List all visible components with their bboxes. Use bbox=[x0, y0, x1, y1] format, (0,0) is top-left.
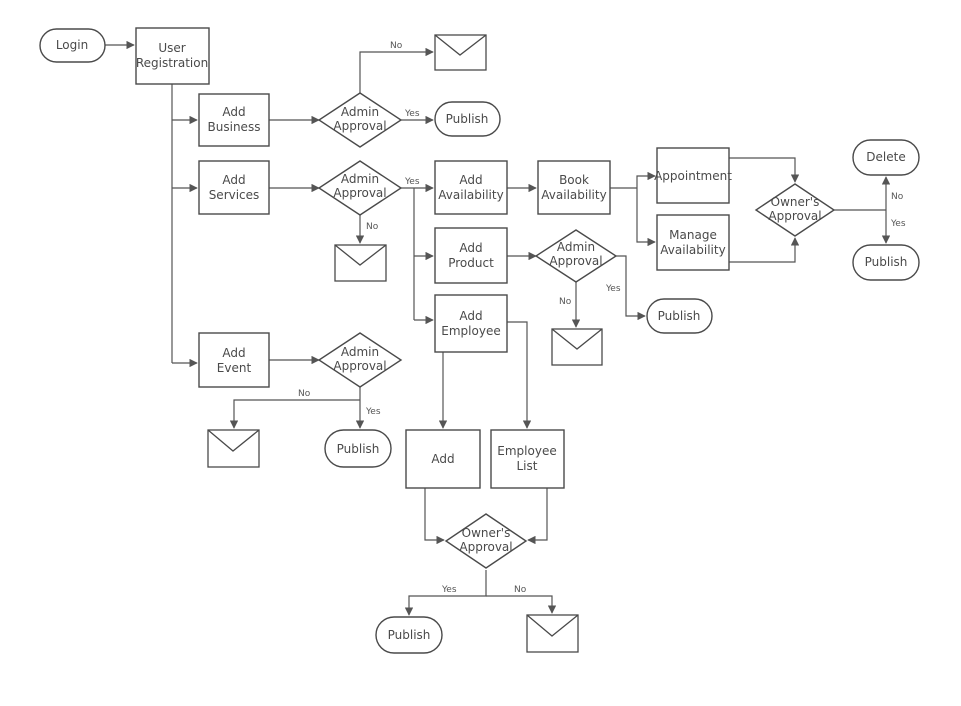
delete-label: Delete bbox=[866, 150, 905, 164]
login-node: Login bbox=[39, 28, 106, 63]
envelope-icon bbox=[526, 614, 579, 653]
admin-approval-business-node: Admin Approval bbox=[317, 92, 403, 148]
add-services-node: Add Services bbox=[198, 160, 270, 215]
add-employee-node: Add Employee bbox=[434, 294, 508, 353]
owners-approval-employee-line1: Owner's bbox=[462, 526, 511, 540]
add-availability-line2: Availability bbox=[438, 188, 503, 202]
add-employee-line1: Add bbox=[459, 309, 482, 323]
publish-employee-node: Publish bbox=[375, 616, 443, 654]
employee-list-line1: Employee bbox=[497, 444, 556, 458]
label-event-no: No bbox=[298, 389, 311, 399]
add-product-node: Add Product bbox=[434, 227, 508, 284]
user-registration-line2: Registration bbox=[136, 56, 208, 70]
edge-employee-list bbox=[507, 321, 532, 429]
envelope-icon bbox=[551, 328, 603, 366]
add-availability-node: Add Availability bbox=[434, 160, 508, 215]
manage-availability-line2: Availability bbox=[660, 243, 725, 257]
manage-availability-node: Manage Availability bbox=[656, 214, 730, 271]
label-owner-yes: Yes bbox=[890, 219, 906, 229]
publish-availability-label: Publish bbox=[865, 255, 908, 269]
label-services-no: No bbox=[366, 222, 379, 232]
add-event-line1: Add bbox=[222, 346, 245, 360]
label-product-no: No bbox=[559, 297, 572, 307]
publish-event-node: Publish bbox=[324, 429, 392, 468]
edge-add-owner bbox=[424, 488, 445, 545]
book-availability-line2: Availability bbox=[541, 188, 606, 202]
label-business-no: No bbox=[390, 41, 403, 51]
label-product-yes: Yes bbox=[605, 284, 621, 294]
label-owner-no: No bbox=[891, 192, 904, 202]
admin-approval-services-line1: Admin bbox=[341, 172, 379, 186]
owners-approval-availability-line2: Approval bbox=[768, 209, 821, 223]
employee-list-node: Employee List bbox=[490, 429, 565, 489]
login-label: Login bbox=[56, 38, 88, 52]
manage-availability-line1: Manage bbox=[669, 228, 717, 242]
publish-event-label: Publish bbox=[337, 442, 380, 456]
appointment-node: Appointment bbox=[654, 147, 732, 204]
book-availability-node: Book Availability bbox=[537, 160, 611, 215]
edges bbox=[105, 40, 891, 616]
admin-approval-product-line1: Admin bbox=[557, 240, 595, 254]
edge-business-approval-no bbox=[359, 47, 434, 93]
admin-approval-services-line2: Approval bbox=[333, 186, 386, 200]
owners-approval-availability-node: Owner's Approval bbox=[754, 183, 836, 237]
label-owner2-yes: Yes bbox=[441, 585, 457, 595]
publish-product-node: Publish bbox=[646, 298, 713, 334]
publish-product-label: Publish bbox=[658, 309, 701, 323]
add-event-line2: Event bbox=[217, 361, 252, 375]
owners-approval-employee-node: Owner's Approval bbox=[444, 513, 528, 569]
add-label: Add bbox=[431, 452, 454, 466]
book-availability-line1: Book bbox=[559, 173, 589, 187]
edge-product-approval-yes bbox=[616, 255, 646, 321]
publish-employee-label: Publish bbox=[388, 628, 431, 642]
admin-approval-event-line1: Admin bbox=[341, 345, 379, 359]
label-services-yes: Yes bbox=[404, 177, 420, 187]
add-services-line2: Services bbox=[209, 188, 260, 202]
admin-approval-product-line2: Approval bbox=[549, 254, 602, 268]
envelope-icon bbox=[207, 429, 260, 468]
edge-appointment-owner bbox=[729, 157, 800, 183]
add-employee-line2: Employee bbox=[441, 324, 500, 338]
label-event-yes: Yes bbox=[365, 407, 381, 417]
add-services-line1: Add bbox=[222, 173, 245, 187]
admin-approval-services-node: Admin Approval bbox=[317, 160, 403, 216]
publish-business-label: Publish bbox=[446, 112, 489, 126]
label-owner2-no: No bbox=[514, 585, 527, 595]
owners-approval-employee-line2: Approval bbox=[459, 540, 512, 554]
add-business-line2: Business bbox=[208, 120, 261, 134]
edge-owner2-no bbox=[486, 595, 557, 614]
admin-approval-business-line2: Approval bbox=[333, 119, 386, 133]
add-product-line1: Add bbox=[459, 241, 482, 255]
add-product-line2: Product bbox=[448, 256, 494, 270]
publish-availability-node: Publish bbox=[852, 244, 920, 281]
add-business-node: Add Business bbox=[198, 93, 270, 147]
edge-list-owner bbox=[527, 488, 548, 545]
edge-split-appointment bbox=[636, 171, 656, 188]
envelope-icon bbox=[334, 244, 387, 282]
admin-approval-event-line2: Approval bbox=[333, 359, 386, 373]
edge-manage-owner bbox=[729, 237, 800, 263]
admin-approval-event-node: Admin Approval bbox=[317, 332, 403, 388]
nodes: Login User Registration Add Business Adm… bbox=[39, 27, 920, 654]
owners-approval-availability-line1: Owner's bbox=[771, 195, 820, 209]
edge-split-manage bbox=[636, 188, 656, 247]
employee-list-line2: List bbox=[517, 459, 538, 473]
admin-approval-product-node: Admin Approval bbox=[534, 229, 618, 283]
user-registration-node: User Registration bbox=[135, 27, 210, 85]
delete-node: Delete bbox=[852, 139, 920, 176]
envelope-icon bbox=[434, 34, 487, 71]
edge-event-approval-no bbox=[229, 399, 360, 429]
add-availability-line1: Add bbox=[459, 173, 482, 187]
add-node: Add bbox=[405, 429, 481, 489]
label-business-yes: Yes bbox=[404, 109, 420, 119]
edge-labels: No Yes Yes No No Yes No Yes No Yes Yes N… bbox=[298, 41, 906, 595]
user-registration-line1: User bbox=[158, 41, 185, 55]
add-event-node: Add Event bbox=[198, 332, 270, 388]
add-business-line1: Add bbox=[222, 105, 245, 119]
publish-business-node: Publish bbox=[434, 101, 501, 137]
admin-approval-business-line1: Admin bbox=[341, 105, 379, 119]
edge-owner2-yes bbox=[404, 570, 487, 616]
appointment-label: Appointment bbox=[654, 169, 732, 183]
